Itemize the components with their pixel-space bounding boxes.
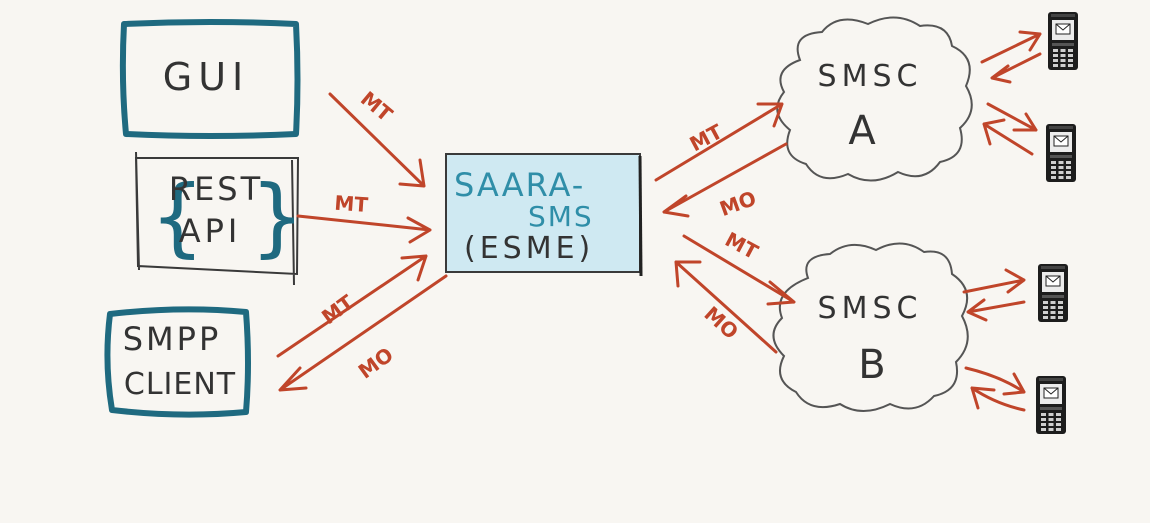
rest-label-line2: API: [179, 212, 242, 250]
esme-node: SAARA- SMS (ESME): [445, 153, 643, 277]
smpp-label-line1: SMPP: [123, 320, 222, 358]
smsc-a-label-line1: SMSC: [818, 59, 923, 94]
mobile-phone-icon: [1037, 263, 1069, 323]
mobile-phone-icon: [1047, 11, 1079, 71]
arrow-smsc-b-to-phone4: [964, 366, 1026, 396]
rest-api-box: [134, 151, 300, 286]
arrow-esme-to-smsc-a: [654, 102, 784, 182]
mobile-phone-icon: [1045, 123, 1077, 183]
label-smpp-mo: MO: [354, 342, 398, 383]
rest-label-line1: REST: [169, 170, 263, 208]
smsc-a-node: SMSC A: [776, 16, 973, 182]
arrow-smsc-a-to-esme: [662, 142, 788, 218]
smsc-a-label-line2: A: [848, 108, 876, 154]
arrow-labels-clients: MT MT MT MO: [317, 86, 398, 383]
arrow-esme-to-smsc-b: [682, 234, 796, 306]
arrow-labels-smsc: MT MO MT MO: [686, 119, 763, 344]
esme-label-line1: SAARA-: [454, 166, 585, 204]
smpp-label-line2: CLIENT: [124, 367, 236, 402]
label-smsc-b-mt: MT: [721, 227, 762, 264]
arrows-clients: [276, 92, 448, 392]
arrow-phone4-to-smsc-b: [970, 386, 1026, 412]
label-smsc-b-mo: MO: [700, 301, 743, 344]
arrows-phones: [962, 30, 1042, 412]
smsc-b-label-line2: B: [858, 342, 885, 388]
arrows-smsc: [654, 102, 796, 354]
esme-box: [445, 153, 641, 273]
rest-api-node: { REST API }: [134, 151, 305, 286]
arrow-smsc-b-to-esme: [674, 260, 778, 354]
label-smpp-mt: MT: [317, 290, 359, 329]
arrow-gui-to-esme: [328, 92, 426, 188]
smsc-a-cloud: [776, 16, 973, 182]
phones: [1035, 11, 1079, 435]
label-rest-mt: MT: [334, 191, 369, 217]
smsc-b-node: SMSC B: [772, 242, 969, 412]
arrow-phone3-to-smsc-b: [966, 298, 1026, 322]
arrow-smsc-a-to-phone2: [986, 102, 1038, 132]
rest-brace-left: {: [150, 167, 205, 267]
arrow-smpp-to-esme: [276, 254, 428, 358]
arrow-smsc-b-to-phone3: [962, 268, 1026, 294]
arrow-smsc-a-to-phone1: [980, 30, 1042, 64]
esme-label-line2: SMS: [528, 200, 594, 233]
esme-label-line3: (ESME): [464, 231, 594, 266]
smpp-client-node: SMPP CLIENT: [104, 306, 251, 418]
gui-label: GUI: [163, 55, 249, 99]
gui-box: [119, 19, 301, 139]
label-smsc-a-mt: MT: [686, 119, 727, 156]
arrow-phone2-to-smsc-a: [982, 118, 1034, 156]
mobile-phone-icon: [1035, 375, 1067, 435]
label-gui-mt: MT: [356, 86, 397, 126]
smsc-b-cloud: [772, 242, 969, 412]
label-smsc-a-mo: MO: [716, 186, 759, 221]
rest-brace-right: }: [250, 167, 305, 267]
arrow-rest-to-esme: [296, 214, 432, 244]
smsc-b-label-line1: SMSC: [818, 291, 923, 326]
smpp-client-box: [104, 306, 251, 418]
arrow-phone1-to-smsc-a: [990, 52, 1042, 84]
gui-node: GUI: [119, 19, 301, 139]
arrow-esme-to-smpp: [278, 274, 448, 392]
